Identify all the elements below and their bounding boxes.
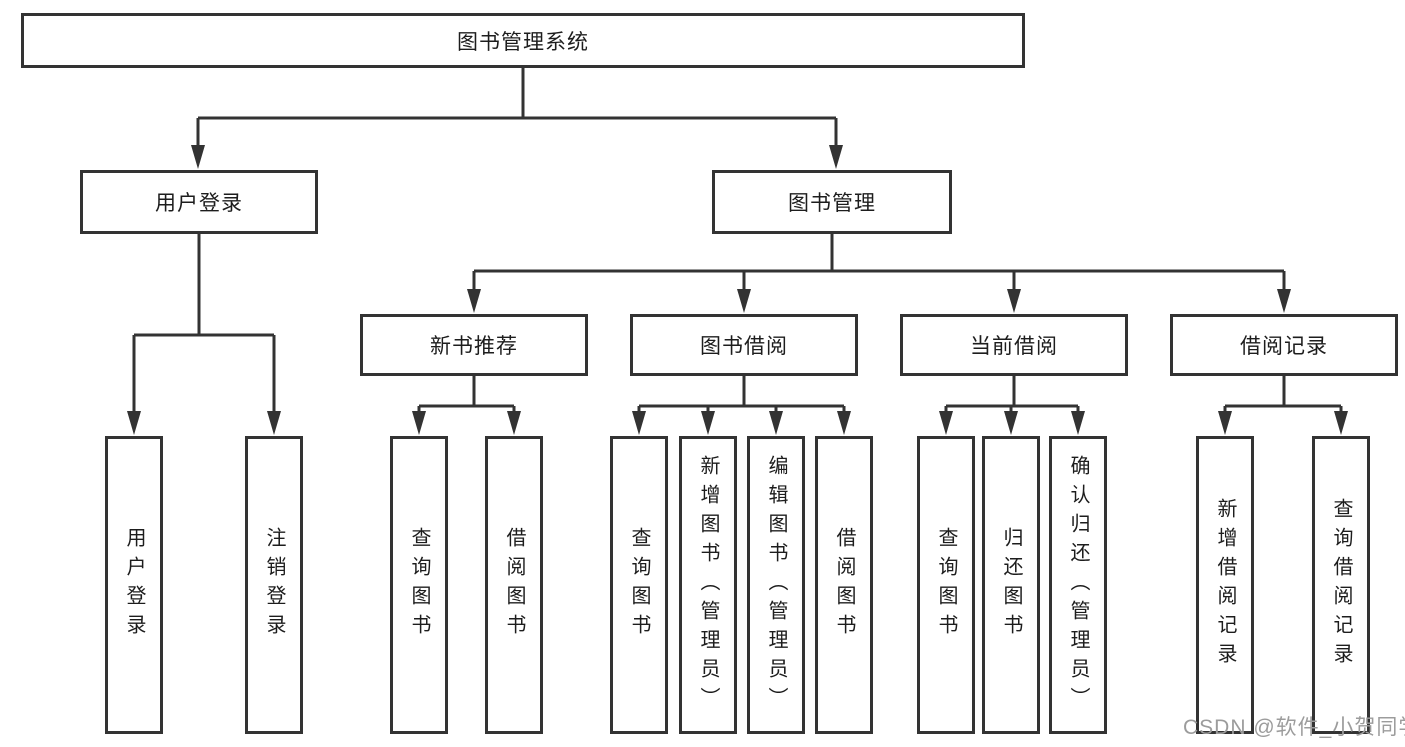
leaf-label: 查询图书 bbox=[935, 527, 957, 643]
leaf-edit-books-admin: 编辑图书（管理员） bbox=[747, 436, 805, 734]
leaf-label: 新增借阅记录 bbox=[1214, 498, 1236, 672]
node-library-management-system: 图书管理系统 bbox=[21, 13, 1025, 68]
leaf-label: 编辑图书（管理员） bbox=[765, 454, 787, 716]
node-label: 图书管理 bbox=[788, 192, 876, 215]
node-label: 新书推荐 bbox=[430, 335, 518, 358]
node-label: 借阅记录 bbox=[1240, 335, 1328, 358]
node-book-management: 图书管理 bbox=[712, 170, 952, 234]
node-user-login: 用户登录 bbox=[80, 170, 318, 234]
leaf-label: 用户登录 bbox=[123, 527, 145, 643]
leaf-label: 归还图书 bbox=[1000, 527, 1022, 643]
leaf-label: 借阅图书 bbox=[833, 527, 855, 643]
leaf-return-books: 归还图书 bbox=[982, 436, 1040, 734]
leaf-add-borrow-record: 新增借阅记录 bbox=[1196, 436, 1254, 734]
leaf-query-borrow-record: 查询借阅记录 bbox=[1312, 436, 1370, 734]
node-label: 当前借阅 bbox=[970, 335, 1058, 358]
leaf-label: 确认归还（管理员） bbox=[1067, 454, 1089, 716]
leaf-label: 注销登录 bbox=[263, 527, 285, 643]
node-borrowing-records: 借阅记录 bbox=[1170, 314, 1398, 376]
leaf-label: 查询图书 bbox=[408, 527, 430, 643]
watermark: CSDN @软件_小贺同学 bbox=[1183, 716, 1405, 739]
leaf-label: 借阅图书 bbox=[503, 527, 525, 643]
leaf-query-books: 查询图书 bbox=[390, 436, 448, 734]
node-label: 图书管理系统 bbox=[457, 30, 589, 54]
leaf-label: 查询图书 bbox=[628, 527, 650, 643]
leaf-borrow-books: 借阅图书 bbox=[485, 436, 543, 734]
leaf-confirm-return-admin: 确认归还（管理员） bbox=[1049, 436, 1107, 734]
node-current-borrowing: 当前借阅 bbox=[900, 314, 1128, 376]
node-book-borrowing: 图书借阅 bbox=[630, 314, 858, 376]
leaf-logout: 注销登录 bbox=[245, 436, 303, 734]
leaf-label: 新增图书（管理员） bbox=[697, 454, 719, 716]
leaf-label: 查询借阅记录 bbox=[1330, 498, 1352, 672]
node-new-book-recommendation: 新书推荐 bbox=[360, 314, 588, 376]
node-label: 图书借阅 bbox=[700, 335, 788, 358]
leaf-add-books-admin: 新增图书（管理员） bbox=[679, 436, 737, 734]
leaf-borrow-books: 借阅图书 bbox=[815, 436, 873, 734]
node-label: 用户登录 bbox=[155, 192, 243, 215]
leaf-query-books: 查询图书 bbox=[917, 436, 975, 734]
leaf-user-login: 用户登录 bbox=[105, 436, 163, 734]
leaf-query-books: 查询图书 bbox=[610, 436, 668, 734]
